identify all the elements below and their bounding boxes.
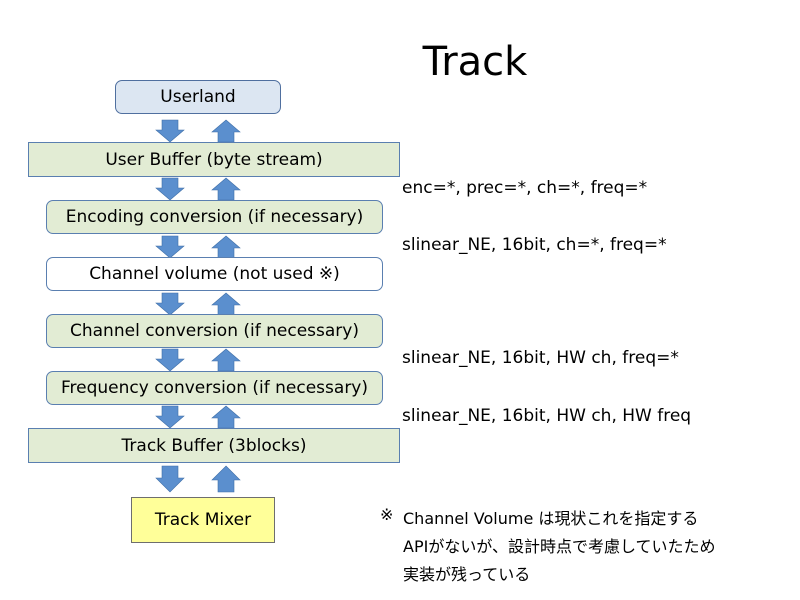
frequency-conversion-box: Frequency conversion (if necessary) — [46, 371, 383, 405]
format-label-3: slinear_NE, 16bit, HW ch, freq=* — [402, 348, 679, 368]
channel-volume-box: Channel volume (not used ※) — [46, 257, 383, 291]
arrow-down-4 — [155, 292, 185, 316]
arrow-up-5 — [211, 348, 241, 372]
arrow-down-3 — [155, 235, 185, 259]
user-buffer-box: User Buffer (byte stream) — [28, 142, 400, 177]
note-line-1: Channel Volume は現状これを指定する — [403, 509, 699, 528]
format-label-4: slinear_NE, 16bit, HW ch, HW freq — [402, 406, 692, 426]
page-title: Track — [422, 39, 528, 85]
encoding-conversion-box: Encoding conversion (if necessary) — [46, 200, 383, 234]
arrow-down-1 — [155, 119, 185, 143]
note-symbol: ※ — [380, 505, 394, 524]
note-line-3: 実装が残っている — [403, 565, 531, 584]
userland-box: Userland — [115, 80, 281, 114]
arrow-up-3 — [211, 235, 241, 259]
arrow-down-2 — [155, 177, 185, 201]
arrow-up-6 — [211, 405, 241, 429]
arrow-up-1 — [211, 119, 241, 143]
arrow-down-5 — [155, 348, 185, 372]
arrow-up-4 — [211, 292, 241, 316]
format-label-2: slinear_NE, 16bit, ch=*, freq=* — [402, 235, 667, 255]
arrow-down-7 — [155, 465, 185, 493]
channel-conversion-box: Channel conversion (if necessary) — [46, 314, 383, 348]
format-label-1: enc=*, prec=*, ch=*, freq=* — [402, 178, 648, 198]
arrow-down-6 — [155, 405, 185, 429]
arrow-up-7 — [211, 465, 241, 493]
track-mixer-box: Track Mixer — [131, 497, 275, 543]
track-buffer-box: Track Buffer (3blocks) — [28, 428, 400, 463]
arrow-up-2 — [211, 177, 241, 201]
note-line-2: APIがないが、設計時点で考慮していたため — [403, 537, 716, 556]
